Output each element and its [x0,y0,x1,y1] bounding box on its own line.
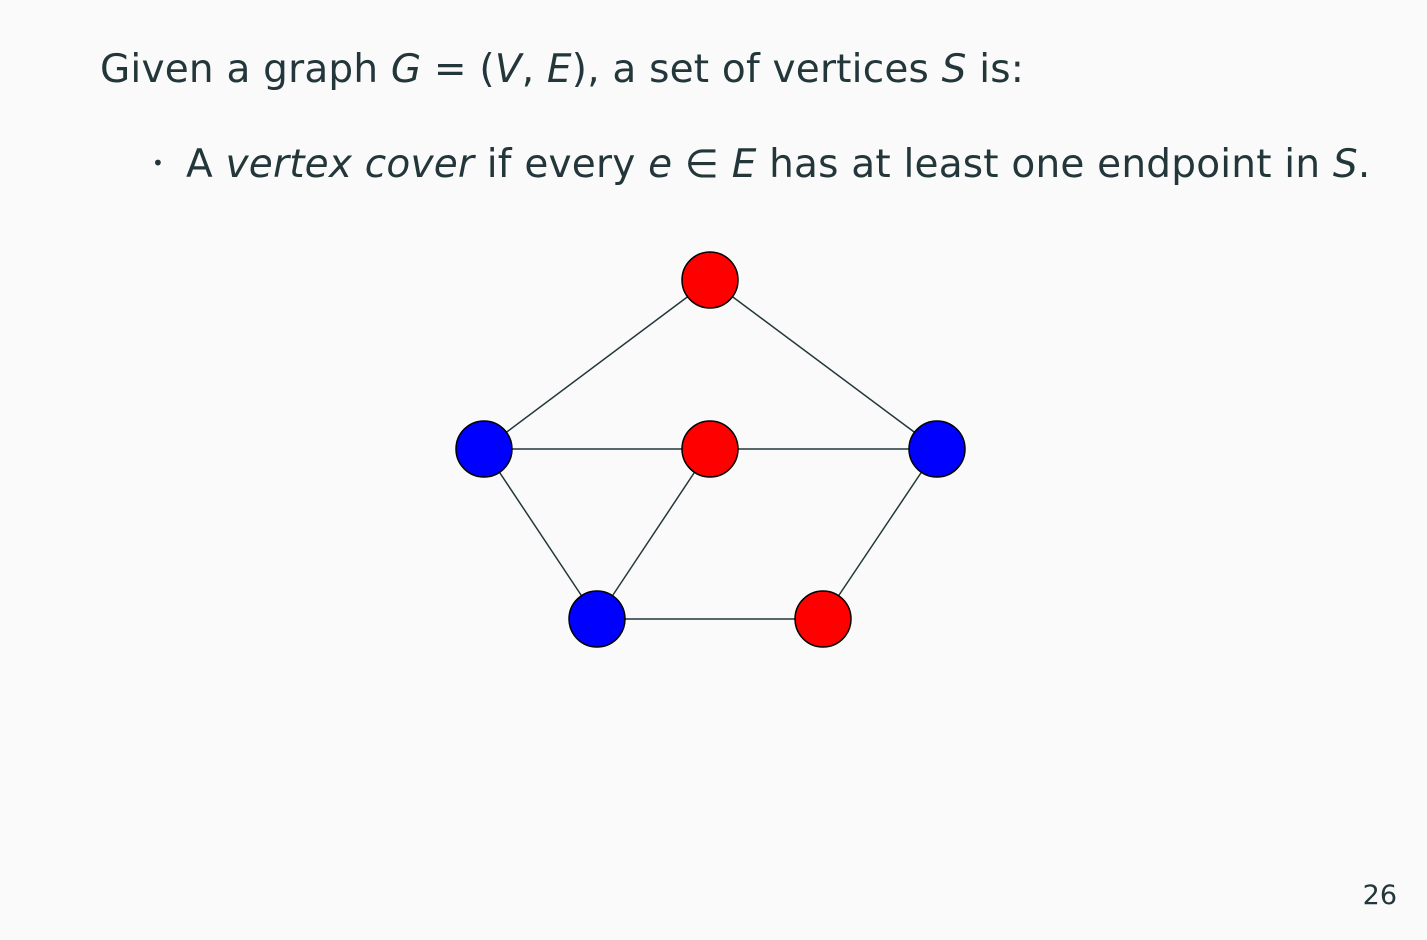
edge-top-left [483,279,711,450]
element-of-symbol: ∈ [672,142,732,187]
comma: , [521,47,547,92]
edge-right-bottom-right [822,448,938,620]
bullet-text-two: has at least one endpoint in [756,142,1333,187]
subset-symbol: S [941,47,967,92]
intro-suffix: is: [966,47,1025,92]
bullet-text-one: if every [474,142,649,187]
vertex-right [908,420,966,478]
vertex-bottom-right [794,590,852,648]
vertex-bottom-left [568,590,626,648]
edge-top-right [709,279,938,450]
vertex-cover-bullet: • A vertex cover if every e ∈ E has at le… [152,139,1370,193]
graph-edges [483,279,938,620]
page-number: 26 [1362,880,1397,911]
bullet-period: . [1357,142,1371,187]
vertex-set-symbol: V [494,47,522,92]
close-paren: ) [571,47,588,92]
intro-sentence: Given a graph G = (V, E), a set of verti… [100,44,1024,96]
vertex-center [681,420,739,478]
vertex-left [455,420,513,478]
edge-center-bottom-left [596,448,711,620]
edge-set-symbol: E [546,47,572,92]
graph-symbol: G [390,47,422,92]
cover-set-symbol: S [1332,142,1358,187]
vertex-top [681,251,739,309]
edge-set-symbol: E [731,142,757,187]
equals-symbol: = [421,47,480,92]
graph-vertices [455,251,966,648]
edge-left-bottom-left [483,448,598,620]
intro-prefix: Given a graph [100,47,391,92]
edge-element-symbol: e [648,142,673,187]
open-paren: ( [479,47,495,92]
intro-middle: , a set of vertices [587,47,942,92]
bullet-dot-icon: • [152,150,164,175]
vertex-cover-term: vertex cover [225,142,475,187]
bullet-article: A [186,142,226,187]
